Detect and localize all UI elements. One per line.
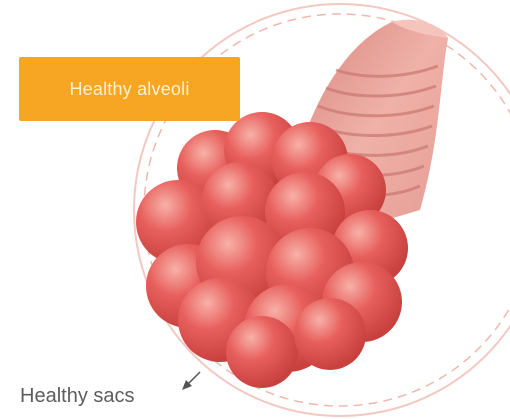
caption-pointer [182,372,200,390]
title-label: Healthy alveoli [69,79,189,100]
caption-label: Healthy sacs [20,385,135,408]
title-label-box: Healthy alveoli [19,57,240,121]
